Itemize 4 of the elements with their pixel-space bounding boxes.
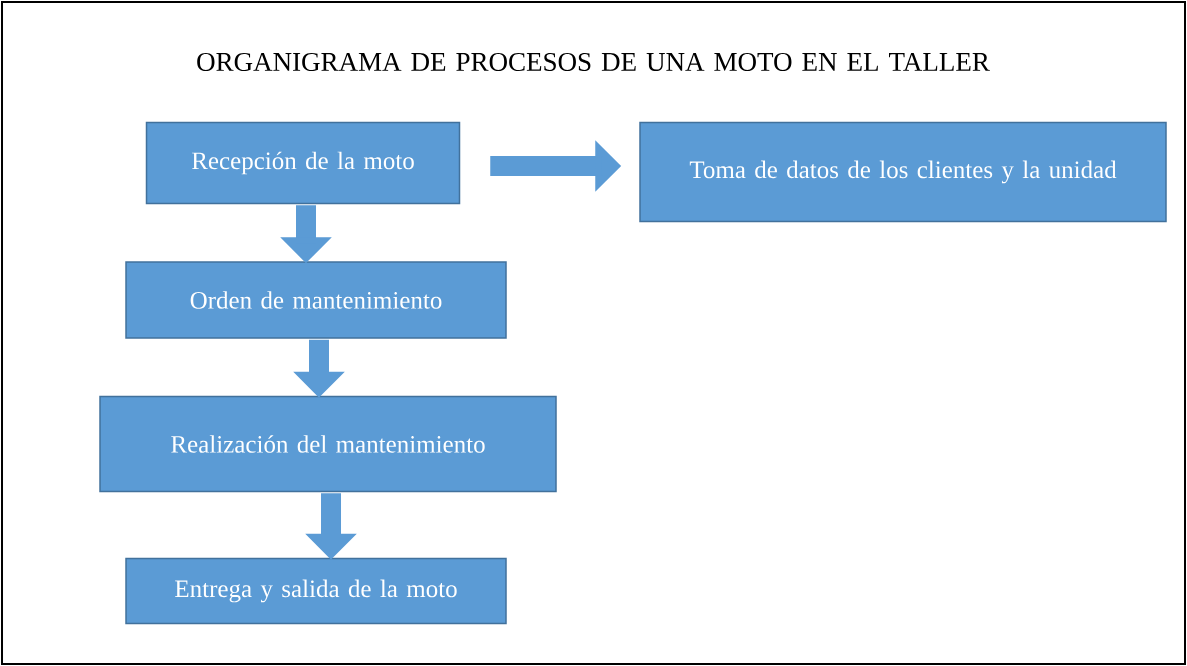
process-box: Toma de datos de los clientes y la unidad xyxy=(639,121,1167,223)
process-box: Recepción de la moto xyxy=(145,121,461,205)
process-box: Realización del mantenimiento xyxy=(99,395,557,493)
title: ORGANIGRAMA DE PROCESOS DE UNA MOTO EN EL TALLER xyxy=(197,52,990,72)
